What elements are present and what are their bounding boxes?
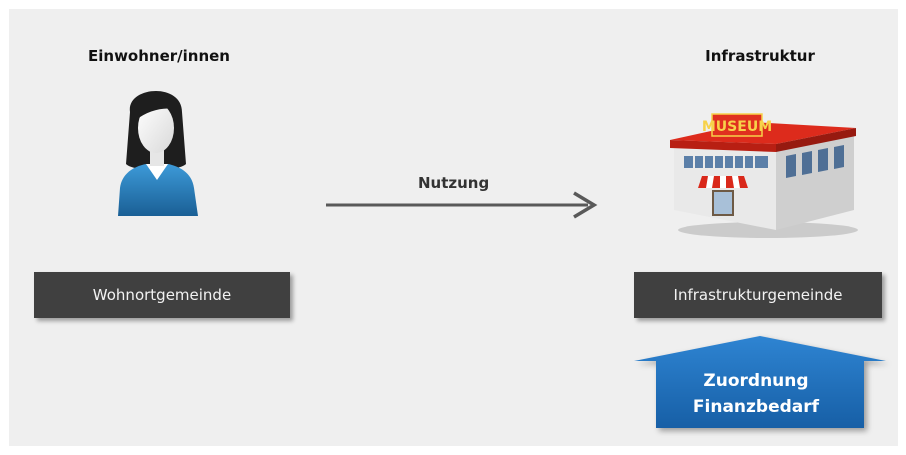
residence-municipality-label: Wohnortgemeinde [92,286,232,304]
usage-arrow [326,191,598,219]
museum-building-icon: MUSEUM [670,113,858,238]
museum-sign: MUSEUM [702,119,772,135]
infrastructure-heading: Infrastruktur [705,47,815,65]
usage-label: Nutzung [418,174,490,192]
person-icon [118,90,198,216]
allocation-line1: Zuordnung [703,371,809,391]
allocation-line2: Finanzbedarf [692,397,820,417]
residents-heading: Einwohner/innen [88,47,230,65]
allocation-up-arrow [634,336,886,428]
infrastructure-municipality-label: Infrastrukturgemeinde [673,286,843,304]
allocation-label: Zuordnung Finanzbedarf [656,368,856,420]
residence-municipality-box: Wohnortgemeinde [34,272,290,318]
infrastructure-municipality-box: Infrastrukturgemeinde [634,272,882,318]
